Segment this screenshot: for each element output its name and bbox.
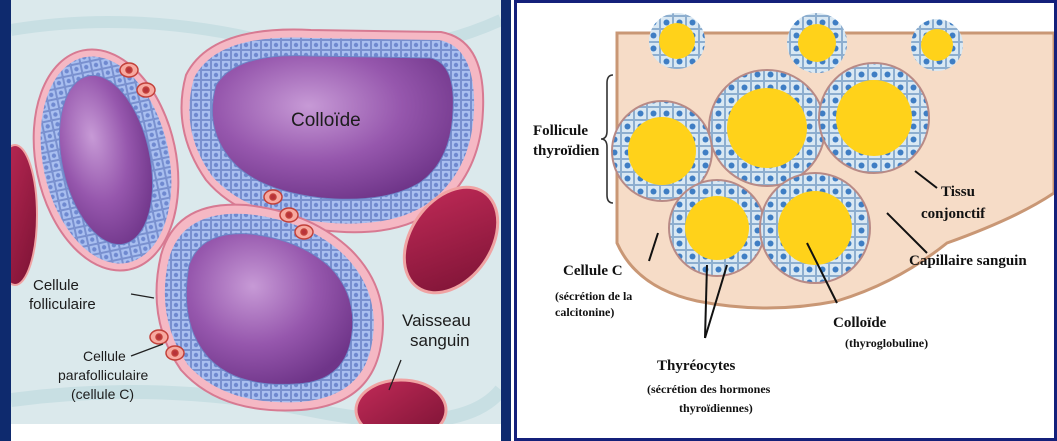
label-thyrocytes-line1: Thyréocytes <box>657 358 735 374</box>
label-colloid-line1: Colloïde <box>833 315 887 331</box>
label-tissue-line1: Tissu <box>941 184 975 200</box>
label-colloid-line2: (thyroglobuline) <box>845 336 928 350</box>
label-c-cell-line2: (sécrétion de la <box>555 289 632 303</box>
label-follicular-cell-line2: folliculaire <box>29 296 96 313</box>
label-follicle-line1: Follicule <box>533 123 588 139</box>
label-c-cell-line3: calcitonine) <box>555 305 614 319</box>
label-parafollicular-line2: parafolliculaire <box>58 367 148 383</box>
follicle-bottom <box>157 205 384 411</box>
label-vessel-line1: Vaisseau <box>402 311 471 330</box>
label-parafollicular-line1: Cellule <box>83 348 126 364</box>
blood-vessel-bottom <box>356 380 446 424</box>
follicle-illustration-svg: Colloïde Cellule folliculaire Cellule pa… <box>11 0 501 424</box>
label-tissue-line2: conjonctif <box>921 206 986 222</box>
label-thyrocytes-line2: (sécrétion des hormones <box>647 382 771 396</box>
label-colloid: Colloïde <box>291 110 361 131</box>
label-vessel-line2: sanguin <box>410 331 470 350</box>
follicle-illustration: Colloïde Cellule folliculaire Cellule pa… <box>11 0 501 424</box>
label-parafollicular-line3: (cellule C) <box>71 386 134 402</box>
right-illustration-panel: Follicule thyroïdien Tissu conjonctif Ca… <box>514 0 1057 441</box>
left-illustration-panel: Colloïde Cellule folliculaire Cellule pa… <box>0 0 511 441</box>
label-c-cell-line1: Cellule C <box>563 263 623 279</box>
follicle-brace <box>601 75 613 203</box>
thyroid-section-svg: Follicule thyroïdien Tissu conjonctif Ca… <box>517 3 1054 438</box>
left-panel-footer <box>11 424 501 441</box>
label-thyrocytes-line3: thyroïdiennes) <box>679 401 753 415</box>
blood-vessel-left <box>11 145 37 285</box>
label-follicle-line2: thyroïdien <box>533 143 600 159</box>
label-follicular-cell-line1: Cellule <box>33 277 79 294</box>
label-capillary: Capillaire sanguin <box>909 253 1027 269</box>
